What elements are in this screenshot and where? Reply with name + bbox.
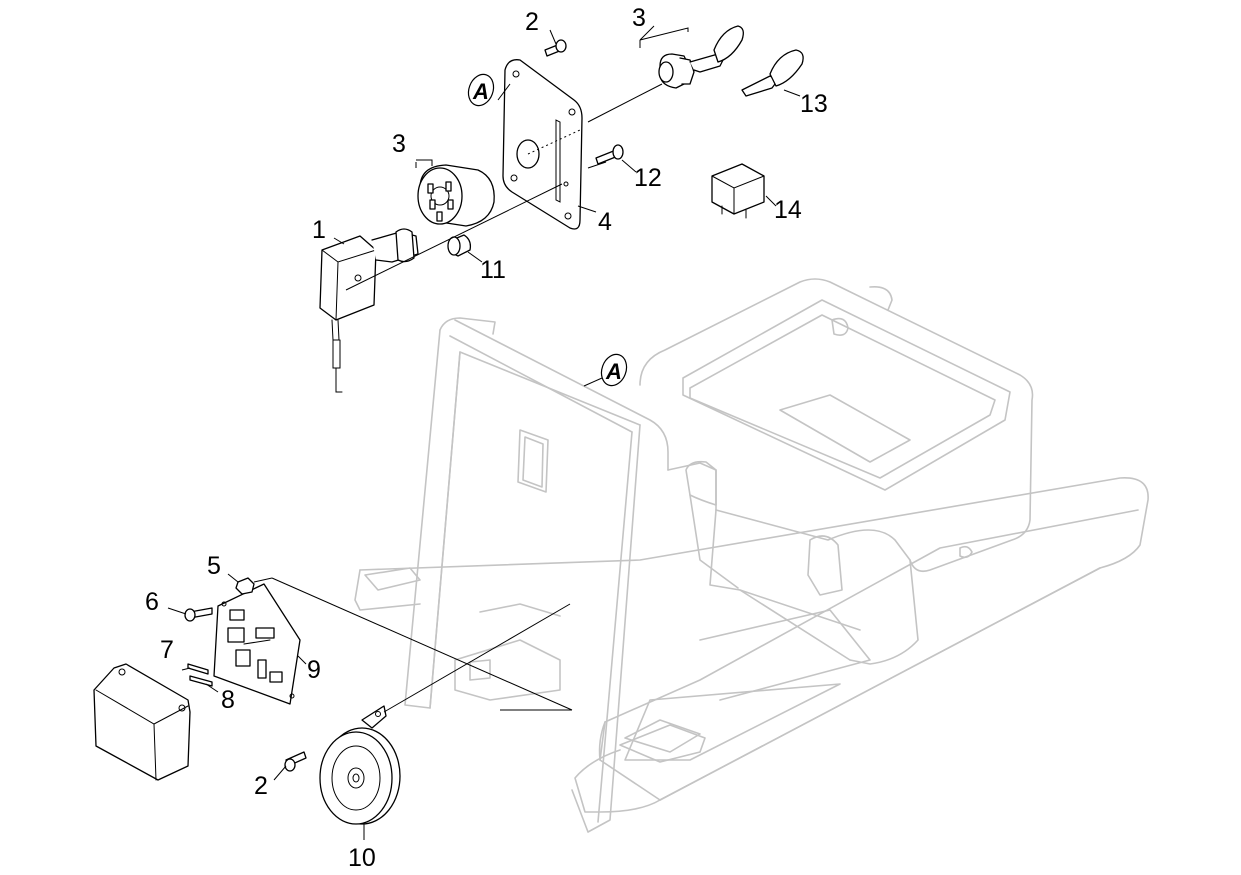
callout-labels: 1 2 2 3 3 4 5 6 7 8 9 10 11 12 13 14	[145, 4, 828, 872]
callout-1: 1	[312, 216, 326, 244]
callout-14: 14	[774, 196, 802, 224]
part-2-screw-lower	[284, 751, 307, 772]
callout-12: 12	[634, 164, 662, 192]
callout-2-lower: 2	[254, 772, 268, 800]
callout-13: 13	[800, 90, 828, 118]
reference-marker-label: A	[472, 79, 489, 104]
board-cover	[93, 663, 191, 781]
part-4-mounting-plate	[502, 59, 583, 230]
reference-marker-a-body: A	[600, 353, 628, 387]
part-6-screw	[184, 607, 213, 622]
part-14-relay	[711, 163, 765, 219]
part-9-circuit-board	[213, 583, 301, 705]
assembly-lines	[167, 25, 801, 840]
part-5-nut	[235, 577, 255, 595]
part-10-horn	[319, 705, 401, 825]
callout-11: 11	[480, 256, 506, 284]
part-3-lock-cylinder	[658, 25, 744, 89]
part-3-ignition-body	[417, 164, 495, 227]
part-2-screw-top	[544, 39, 567, 57]
part-12-screw	[595, 144, 624, 165]
part-13-key	[741, 49, 804, 97]
callout-10: 10	[348, 844, 376, 872]
callout-3-left: 3	[392, 130, 406, 158]
part-1-switch-assembly	[319, 228, 419, 393]
machine-body-outline	[354, 278, 1149, 833]
callout-5: 5	[207, 552, 221, 580]
callout-6: 6	[145, 588, 159, 616]
callout-7: 7	[160, 636, 174, 664]
callout-2-top: 2	[525, 8, 539, 36]
callout-9: 9	[307, 656, 321, 684]
part-8-fuse	[189, 675, 213, 687]
part-7-fuse	[187, 663, 209, 675]
callout-3-right: 3	[632, 4, 646, 32]
reference-marker-label: A	[605, 359, 622, 384]
reference-marker-a-top: A	[467, 73, 495, 107]
part-11-spacer	[447, 234, 472, 257]
callout-4: 4	[598, 208, 612, 236]
callout-8: 8	[221, 686, 235, 714]
